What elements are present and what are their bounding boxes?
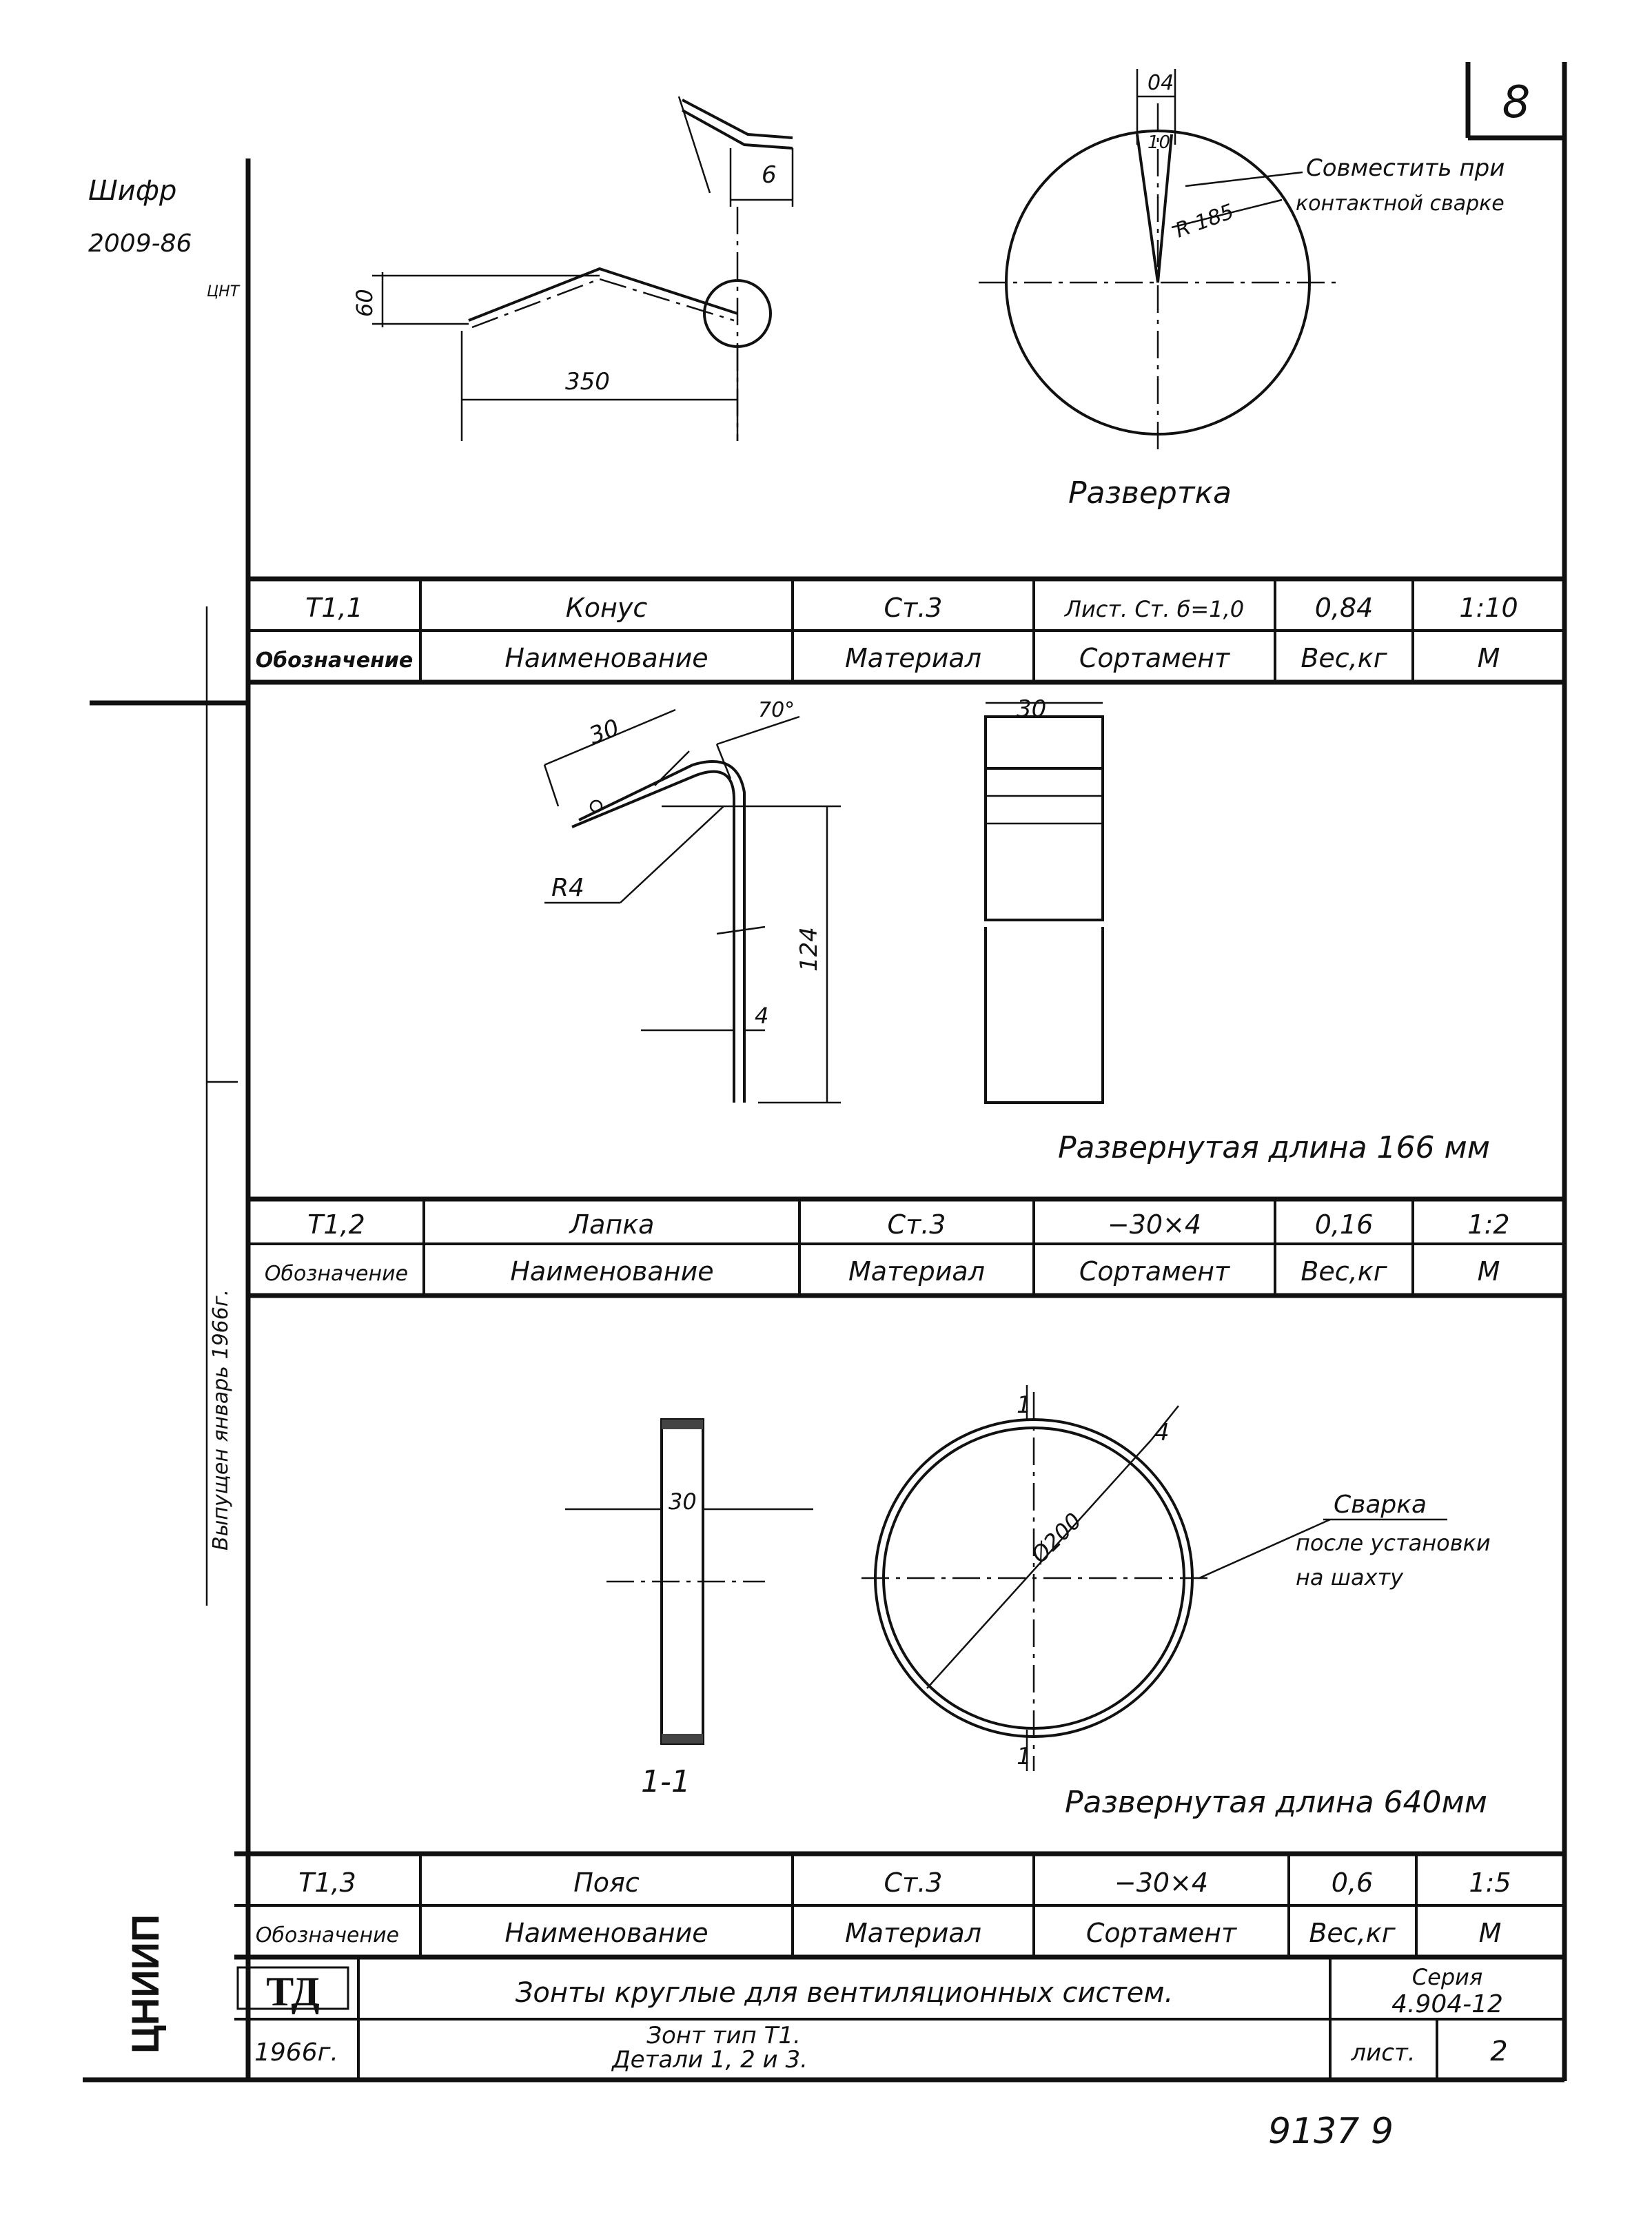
sheet-value: 2 bbox=[1490, 2036, 1507, 2067]
t3-h-designation: Обозначение bbox=[256, 1923, 399, 1947]
t3-designation: Т1,3 bbox=[298, 1868, 356, 1898]
series-label: Серия bbox=[1412, 1964, 1482, 1990]
t1-h-scale: М bbox=[1478, 643, 1500, 673]
t2-material: Ст.3 bbox=[888, 1209, 946, 1240]
weld-after-install: после установки bbox=[1296, 1530, 1491, 1556]
t3-weight: 0,6 bbox=[1332, 1868, 1373, 1898]
subtitle-1: Зонт тип Т1. bbox=[646, 2022, 801, 2049]
t3-name: Пояс bbox=[573, 1868, 640, 1898]
title-year: 1966г. bbox=[254, 2038, 338, 2067]
weld-label: Сварка bbox=[1334, 1491, 1427, 1519]
dim-seam-width: 6 bbox=[762, 161, 777, 189]
dim-ring-thickness: 4 bbox=[1154, 1419, 1170, 1446]
page-stamp: 9137 9 bbox=[1268, 2111, 1394, 2152]
t2-h-weight: Вес,кг bbox=[1301, 1256, 1387, 1287]
part1-table bbox=[248, 576, 1564, 685]
t2-weight: 0,16 bbox=[1315, 1209, 1374, 1240]
dim-cone-height: 60 bbox=[351, 289, 378, 317]
t2-name: Лапка bbox=[569, 1209, 655, 1240]
sheet-label: лист. bbox=[1350, 2039, 1415, 2067]
t3-material: Ст.3 bbox=[884, 1868, 943, 1898]
weld-note-2: контактной сварке bbox=[1296, 192, 1505, 216]
institute-stamp: ЦНИИП bbox=[123, 1914, 167, 2054]
series-value: 4.904-12 bbox=[1391, 1990, 1503, 2018]
t2-designation: Т1,2 bbox=[307, 1209, 365, 1240]
part2-table bbox=[248, 1196, 1564, 1298]
dim-bracket-thickness: 4 bbox=[755, 1003, 768, 1029]
t3-h-assortment: Сортамент bbox=[1086, 1918, 1238, 1948]
cipher-code: 2009-86 bbox=[88, 229, 192, 258]
t3-h-scale: М bbox=[1479, 1918, 1502, 1948]
t1-designation: Т1,1 bbox=[305, 593, 363, 623]
t1-material: Ст.3 bbox=[884, 593, 943, 623]
frame bbox=[83, 62, 1567, 2083]
part2-unfolded-length: Развернутая длина 166 мм bbox=[1058, 1130, 1490, 1165]
dim-bend-angle: 70° bbox=[758, 698, 795, 722]
weld-note-1: Совместить при bbox=[1306, 154, 1505, 182]
t1-h-material: Материал bbox=[845, 643, 981, 673]
t3-assortment: −30×4 bbox=[1114, 1868, 1208, 1898]
t3-h-material: Материал bbox=[845, 1918, 981, 1948]
t1-h-name: Наименование bbox=[504, 643, 708, 673]
section-caption: 1-1 bbox=[641, 1764, 691, 1799]
dim-angle: 10 bbox=[1148, 132, 1170, 153]
t3-h-name: Наименование bbox=[504, 1918, 708, 1948]
t2-h-material: Материал bbox=[848, 1256, 985, 1287]
part3-unfolded-length: Развернутая длина 640мм bbox=[1065, 1785, 1487, 1820]
t1-assortment: Лист. Ст. б=1,0 bbox=[1064, 596, 1244, 622]
left-margin: Шифр 2009-86 ЦНТ Выпущен январь 1966г. Ц… bbox=[88, 175, 241, 2054]
section-mark-top: 1 bbox=[1017, 1391, 1032, 1419]
section-mark-bottom: 1 bbox=[1017, 1743, 1032, 1770]
part1-development bbox=[979, 69, 1337, 455]
weld-on-shaft: на шахту bbox=[1296, 1564, 1404, 1590]
t1-h-designation: Обозначение bbox=[256, 648, 414, 673]
dim-bracket-length: 124 bbox=[795, 927, 823, 972]
release-stamp: Выпущен январь 1966г. bbox=[209, 1289, 233, 1551]
subtitle-2: Детали 1, 2 и 3. bbox=[611, 2046, 808, 2074]
title-logo: ТД bbox=[266, 1969, 320, 2014]
dim-band-width: 30 bbox=[669, 1489, 697, 1515]
t2-assortment: −30×4 bbox=[1108, 1209, 1201, 1240]
dim-cone-length: 350 bbox=[565, 368, 610, 396]
development-caption: Развертка bbox=[1068, 475, 1232, 511]
t3-h-weight: Вес,кг bbox=[1309, 1918, 1396, 1948]
t1-h-weight: Вес,кг bbox=[1301, 643, 1387, 673]
dim-hole: R4 bbox=[551, 874, 584, 902]
t1-weight: 0,84 bbox=[1315, 593, 1374, 623]
part2-bracket bbox=[543, 702, 1104, 1104]
t3-scale: 1:5 bbox=[1469, 1868, 1511, 1898]
part1-cone-profile bbox=[372, 96, 794, 441]
part3-table bbox=[234, 1851, 1564, 1960]
t1-name: Конус bbox=[566, 593, 648, 623]
dim-chord: 04 bbox=[1148, 71, 1174, 95]
title-block bbox=[234, 1957, 1564, 2080]
cipher-sub: ЦНТ bbox=[207, 283, 241, 300]
t2-h-assortment: Сортамент bbox=[1079, 1256, 1231, 1287]
dim-bracket-width: 30 bbox=[1017, 695, 1046, 723]
sheet-number: 8 bbox=[1502, 77, 1531, 128]
t2-h-designation: Обозначение bbox=[265, 1262, 408, 1286]
t1-scale: 1:10 bbox=[1459, 593, 1518, 623]
t2-scale: 1:2 bbox=[1467, 1209, 1509, 1240]
t2-h-scale: М bbox=[1478, 1256, 1500, 1287]
part3-band bbox=[565, 1385, 1447, 1771]
title-text: Зонты круглые для вентиляционных систем. bbox=[516, 1977, 1174, 2009]
cipher-label: Шифр bbox=[88, 175, 176, 207]
t2-h-name: Наименование bbox=[510, 1256, 713, 1287]
t1-h-assortment: Сортамент bbox=[1079, 643, 1231, 673]
dim-radius: R 185 bbox=[1172, 200, 1237, 243]
